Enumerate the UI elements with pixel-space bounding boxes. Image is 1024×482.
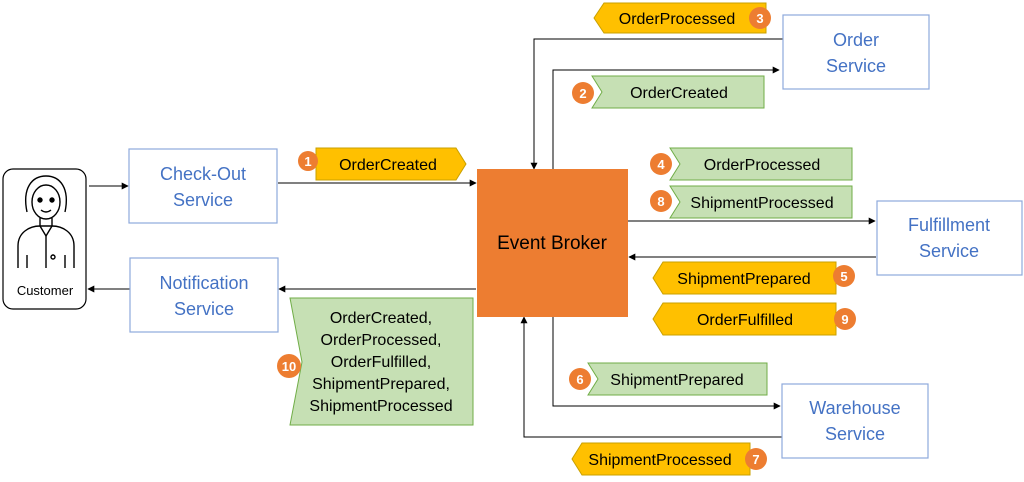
event-broker: Event Broker	[477, 169, 628, 317]
event-1-number: 1	[304, 154, 311, 169]
event-5-badge	[833, 265, 855, 287]
event-tag-5: ShipmentPrepared 5	[652, 261, 855, 295]
fulfillment-service: Fulfillment Service	[876, 200, 1023, 276]
event-9-badge	[834, 308, 856, 330]
event-8-number: 8	[657, 194, 664, 209]
order-service: Order Service	[782, 14, 930, 90]
event-1-label: OrderCreated	[339, 157, 437, 174]
arrow-broker-to-order	[552, 66, 780, 169]
arrow-broker-to-warehouse	[552, 316, 781, 410]
event-9-label: OrderFulfilled	[697, 312, 793, 329]
event-10-line-1: OrderCreated,	[330, 310, 432, 327]
arrow-warehouse-to-broker	[520, 316, 782, 438]
order-service-line2: Service	[826, 56, 886, 76]
event-broker-label: Event Broker	[497, 233, 607, 254]
notification-service-line2: Service	[174, 299, 234, 319]
event-tag-6: ShipmentPrepared 6	[569, 362, 768, 396]
event-tag-2: OrderCreated 2	[572, 75, 765, 109]
event-tag-1: OrderCreated 1	[298, 147, 467, 181]
event-3-badge	[749, 7, 771, 29]
checkout-service-line1: Check-Out	[160, 164, 246, 184]
warehouse-service-line2: Service	[825, 424, 885, 444]
event-tag-7: ShipmentProcessed 7	[571, 442, 767, 476]
customer-node: Customer	[2, 168, 87, 310]
event-10-line-2: OrderProcessed,	[321, 332, 442, 349]
event-1-badge	[298, 151, 318, 171]
event-4-label: OrderProcessed	[704, 157, 821, 174]
event-2-label: OrderCreated	[630, 85, 728, 102]
event-2-badge	[572, 82, 594, 104]
notification-service-line1: Notification	[159, 273, 248, 293]
event-8-label: ShipmentProcessed	[690, 195, 833, 212]
event-7-badge	[745, 448, 767, 470]
arrow-order-to-broker	[530, 38, 783, 170]
event-5-number: 5	[840, 269, 847, 284]
event-7-label: ShipmentProcessed	[588, 452, 731, 469]
event-tag-4: OrderProcessed 4	[650, 147, 853, 181]
event-8-badge	[650, 190, 672, 212]
event-tag-3: OrderProcessed 3	[593, 2, 771, 34]
user-avatar-icon	[17, 175, 75, 268]
customer-label: Customer	[17, 283, 74, 298]
fulfillment-service-line1: Fulfillment	[908, 215, 990, 235]
event-2-number: 2	[579, 86, 586, 101]
event-tag-8: ShipmentProcessed 8	[650, 185, 853, 219]
event-6-badge	[569, 368, 591, 390]
event-7-number: 7	[752, 452, 759, 467]
event-3-label: OrderProcessed	[619, 11, 736, 28]
event-3-number: 3	[756, 11, 763, 26]
event-5-label: ShipmentPrepared	[677, 271, 810, 288]
event-tag-10: OrderCreated, OrderProcessed, OrderFulfi…	[277, 297, 474, 426]
event-10-badge	[277, 354, 301, 378]
connectors	[87, 38, 876, 438]
event-10-line-3: OrderFulfilled,	[331, 354, 431, 371]
event-10-line-4: ShipmentPrepared,	[312, 376, 450, 393]
event-10-number: 10	[282, 359, 296, 374]
fulfillment-service-line2: Service	[919, 241, 979, 261]
notification-service: Notification Service	[129, 257, 279, 333]
event-9-number: 9	[841, 312, 848, 327]
event-10-line-5: ShipmentProcessed	[309, 398, 452, 415]
warehouse-service-line1: Warehouse	[809, 398, 900, 418]
order-service-line1: Order	[833, 30, 879, 50]
checkout-service: Check-Out Service	[128, 148, 278, 224]
event-4-badge	[650, 153, 672, 175]
warehouse-service: Warehouse Service	[781, 383, 929, 459]
event-6-number: 6	[576, 372, 583, 387]
event-tag-9: OrderFulfilled 9	[652, 302, 856, 336]
event-6-label: ShipmentPrepared	[610, 372, 743, 389]
checkout-service-line2: Service	[173, 190, 233, 210]
event-4-number: 4	[657, 157, 665, 172]
